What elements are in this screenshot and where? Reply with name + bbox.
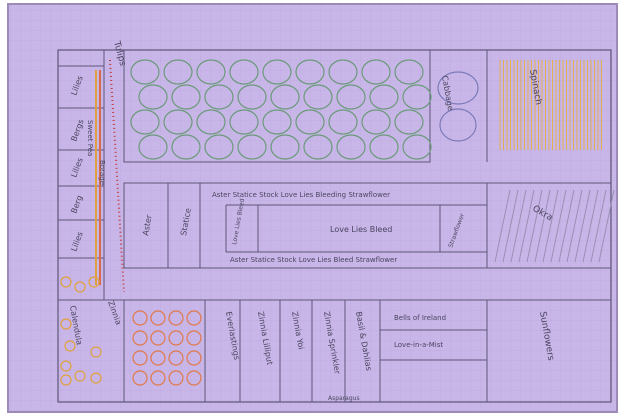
label-mid-band-top: Aster Statice Stock Love Lies Bleeding S…: [212, 191, 390, 199]
label-bells-of-ireland: Bells of Ireland: [394, 314, 446, 322]
label-mid-band-bottom: Aster Statice Stock Love Lies Bleed Stra…: [230, 256, 397, 264]
label-mid-inner-3: Love Lies Bleed: [330, 225, 392, 234]
label-love-in-a-mist: Love-in-a-Mist: [394, 341, 443, 349]
label-borage: Borage: [98, 160, 106, 185]
label-sweet-pea: Sweet Pea: [86, 120, 94, 156]
label-asparagus: Asparagus: [328, 395, 360, 402]
